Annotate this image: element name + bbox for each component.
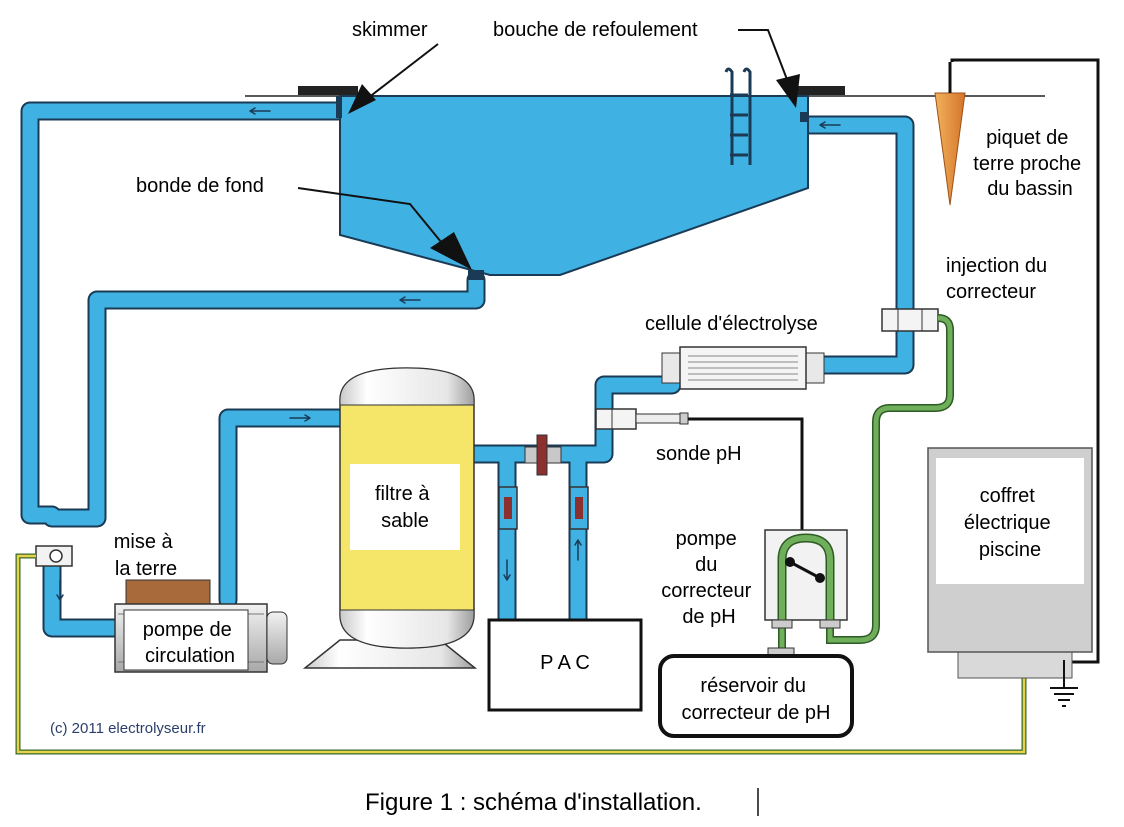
label-mise-line: la terre [115, 558, 177, 580]
pool-deck-right [790, 86, 845, 95]
pool [245, 67, 1045, 280]
label-coffret-line: électrique [964, 512, 1051, 534]
pool-ladder [724, 67, 752, 165]
label-piquet-line: terre proche [973, 153, 1081, 175]
credit-text: (c) 2011 electrolyseur.fr [50, 720, 206, 737]
arrow-head-icon [776, 74, 800, 108]
pool-basin [339, 95, 809, 276]
label-coffret-line: piscine [979, 539, 1041, 561]
label-cellule: cellule d'électrolyse [645, 313, 818, 335]
callout-arrows [297, 29, 800, 270]
label-pompe-correcteur-line: du [695, 554, 717, 576]
electrolysis-cell [661, 346, 825, 390]
earth-collar [35, 545, 73, 567]
label-mise-a-la-terre: mise à la terre [114, 531, 178, 580]
pac-heat-pump [487, 618, 643, 712]
label-reservoir-line: réservoir du [700, 675, 806, 697]
label-filtre-line: sable [381, 510, 429, 532]
labels: skimmer bouche de refoulement bonde de f… [50, 19, 1086, 816]
label-bonde-de-fond: bonde de fond [136, 175, 264, 197]
label-pompe-correcteur-line: de pH [682, 606, 735, 628]
sand-filter [302, 367, 478, 669]
label-bouche-de-refoulement: bouche de refoulement [493, 19, 698, 41]
bypass-valves [498, 434, 589, 530]
label-sonde-ph: sonde pH [656, 443, 742, 465]
pool-deck-left [298, 86, 358, 95]
label-skimmer: skimmer [352, 19, 428, 41]
bonde-de-fond-drain [468, 270, 484, 280]
label-piquet-line: piquet de [986, 127, 1068, 149]
label-pompe-correcteur-line: correcteur [661, 580, 751, 602]
label-piquet-line: du bassin [987, 178, 1073, 200]
label-pompe-line: pompe de [143, 619, 232, 641]
label-filtre: filtre à sable [375, 483, 435, 532]
label-coffret-line: coffret [980, 485, 1036, 507]
arrow-head-icon [348, 84, 376, 114]
correcteur-reservoir [658, 647, 854, 738]
label-pompe-correcteur-line: pompe [676, 528, 737, 550]
label-filtre-line: filtre à [375, 483, 430, 505]
label-pompe-correcteur: pompe du correcteur de pH [661, 528, 757, 628]
label-pac: P A C [540, 652, 590, 674]
refoulement-nozzle [800, 112, 808, 122]
electrical-cabinet [927, 447, 1093, 707]
injection-fitting [881, 308, 939, 332]
label-reservoir: réservoir du correcteur de pH [682, 675, 831, 724]
circulation-pump [114, 579, 288, 673]
label-injection-line: correcteur [946, 281, 1036, 303]
pump-label-panel [123, 609, 249, 671]
earth-stake [934, 58, 1100, 664]
ph-probe [595, 408, 804, 530]
label-injection: injection du correcteur [946, 255, 1053, 303]
label-pompe-circulation: pompe de circulation [143, 619, 238, 667]
label-coffret: coffret électrique piscine [964, 485, 1056, 561]
label-reservoir-line: correcteur de pH [682, 702, 831, 724]
filter-label-panel [350, 464, 460, 550]
ground-symbol-icon [1050, 660, 1078, 707]
ph-correcteur-pump [764, 529, 848, 629]
cabinet-label-panel [936, 458, 1084, 584]
arrow-head-icon [430, 232, 472, 270]
figure-caption: Figure 1 : schéma d'installation. [365, 789, 702, 816]
label-piquet: piquet de terre proche du bassin [973, 127, 1086, 200]
label-mise-line: mise à [114, 531, 174, 553]
skimmer-box [336, 96, 342, 118]
label-pompe-line: circulation [145, 645, 235, 667]
label-injection-line: injection du [946, 255, 1047, 277]
